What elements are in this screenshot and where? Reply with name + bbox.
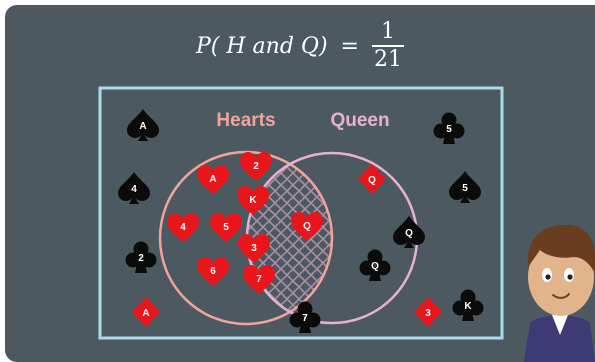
card-spade-q: Q — [393, 216, 425, 248]
card-rank-label: 7 — [256, 274, 262, 285]
card-spade-5: 5 — [449, 171, 481, 203]
card-rank-label: 4 — [180, 222, 186, 233]
hearts-set-label: Hearts — [216, 110, 275, 131]
card-rank-label: A — [139, 121, 146, 132]
card-rank-label: 3 — [251, 243, 257, 254]
card-rank-label: Q — [405, 228, 413, 239]
card-club-5: 5 — [434, 113, 465, 145]
card-rank-label: 2 — [253, 161, 259, 172]
card-rank-label: Q — [368, 175, 376, 186]
card-rank-label: K — [249, 195, 257, 206]
queen-set-label: Queen — [330, 110, 389, 131]
card-diamond-a: A — [132, 297, 160, 327]
card-rank-label: 5 — [462, 183, 468, 194]
lesson-card: P( H and Q) = 1 21 — [5, 5, 595, 362]
card-club-k: K — [453, 290, 484, 322]
card-club-2: 2 — [126, 242, 157, 274]
card-rank-label: 5 — [446, 124, 452, 135]
card-rank-label: A — [142, 308, 149, 319]
card-spade-4: 4 — [118, 172, 150, 204]
card-heart-a: A — [197, 165, 229, 194]
card-rank-label: 5 — [223, 222, 229, 233]
teacher-avatar — [524, 225, 595, 362]
card-rank-label: 2 — [138, 253, 144, 264]
card-rank-label: Q — [303, 221, 311, 232]
card-rank-label: 4 — [131, 184, 137, 195]
card-diamond-3: 3 — [414, 297, 442, 327]
card-rank-label: 6 — [210, 266, 216, 277]
card-rank-label: A — [209, 174, 216, 185]
card-heart-4: 4 — [167, 213, 199, 242]
card-rank-label: Q — [371, 261, 379, 272]
card-rank-label: 3 — [425, 308, 431, 319]
card-club-q: Q — [360, 250, 391, 282]
card-spade-a: A — [127, 109, 159, 141]
card-heart-6: 6 — [197, 257, 229, 286]
card-rank-label: 7 — [302, 313, 308, 324]
card-rank-label: K — [464, 301, 472, 312]
card-heart-5: 5 — [210, 213, 242, 242]
card-heart-2: 2 — [240, 152, 272, 181]
